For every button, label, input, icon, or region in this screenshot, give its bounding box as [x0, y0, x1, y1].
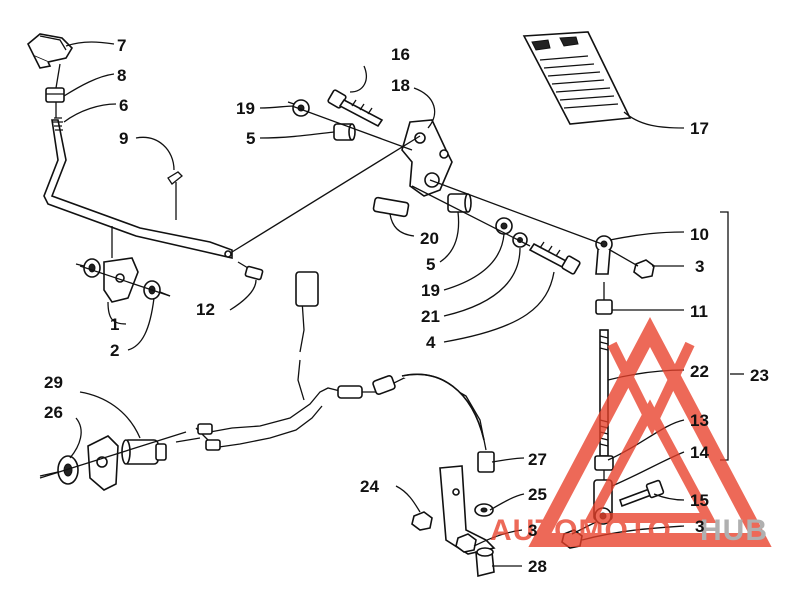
leader-lines: [63, 41, 744, 567]
callout-19b: 19: [421, 281, 440, 300]
callout-2: 2: [110, 341, 119, 360]
callout-13: 13: [690, 411, 709, 430]
bellcrank-18[interactable]: [401, 119, 453, 197]
mounting-plate[interactable]: [87, 435, 119, 491]
callout-15: 15: [690, 491, 709, 510]
callout-1: 1: [110, 315, 119, 334]
callout-16: 16: [391, 45, 410, 64]
shift-lever-rod[interactable]: [43, 117, 233, 260]
callout-3b: 3: [528, 521, 537, 540]
watermark-triangle-icon: [528, 317, 772, 547]
clevis-pin-12[interactable]: [237, 261, 264, 281]
warning-decal-17[interactable]: [522, 31, 632, 125]
pivot-bushing[interactable]: [143, 280, 171, 300]
cable-27[interactable]: [401, 373, 495, 473]
callout-29: 29: [44, 373, 63, 392]
lever-nut[interactable]: [45, 87, 65, 103]
callout-3a: 3: [695, 257, 704, 276]
nut-3-mid[interactable]: [455, 533, 477, 553]
callout-labels: 7 8 6 9 12 1 2 16 18 19 5 20 5 19 21 4 1…: [44, 36, 769, 576]
callout-8: 8: [117, 66, 126, 85]
callout-24: 24: [360, 477, 379, 496]
bolt-15[interactable]: [618, 479, 665, 508]
callout-21: 21: [421, 307, 440, 326]
bushing-5-lower[interactable]: [447, 193, 472, 213]
rod-end-10[interactable]: [595, 235, 613, 275]
washer-25[interactable]: [474, 503, 494, 517]
watermark-logo: AUTOMOTO HUB: [490, 317, 772, 547]
callout-19a: 19: [236, 99, 255, 118]
assembly-axis-lines: [39, 63, 639, 535]
bolt-16[interactable]: [327, 89, 384, 128]
callout-4: 4: [426, 333, 436, 352]
bolt-4[interactable]: [528, 241, 581, 275]
callout-18: 18: [391, 76, 410, 95]
lockwasher-21[interactable]: [512, 232, 528, 248]
bracket-23-brace: [720, 211, 729, 461]
bushing-20[interactable]: [372, 196, 410, 218]
cotter-pin[interactable]: [167, 171, 183, 220]
bracket-mount[interactable]: [439, 465, 496, 555]
watermark-text-primary: AUTOMOTO: [490, 514, 672, 547]
jam-nut-11[interactable]: [595, 299, 613, 315]
callout-17: 17: [690, 119, 709, 138]
callout-6: 6: [119, 96, 128, 115]
callout-11: 11: [690, 302, 708, 321]
callout-22: 22: [690, 362, 709, 381]
callout-14: 14: [690, 443, 709, 462]
callout-12: 12: [196, 300, 215, 319]
callout-20: 20: [420, 229, 439, 248]
jam-nut-13[interactable]: [594, 455, 614, 471]
washer-19-lower[interactable]: [495, 217, 513, 235]
cap-28[interactable]: [475, 547, 495, 578]
lock-ring-26[interactable]: [39, 455, 79, 485]
callout-27: 27: [528, 450, 547, 469]
wire-harness[interactable]: [175, 271, 487, 451]
watermark-text-secondary: HUB: [700, 514, 768, 547]
switch-29[interactable]: [121, 439, 167, 465]
nut-24[interactable]: [411, 511, 433, 531]
callout-28: 28: [528, 557, 547, 576]
bushing-5-upper[interactable]: [333, 123, 356, 141]
callout-5b: 5: [426, 255, 435, 274]
callout-26: 26: [44, 403, 63, 422]
callout-5a: 5: [246, 129, 255, 148]
nut-3-upper[interactable]: [633, 259, 655, 279]
shift-knob[interactable]: [27, 33, 74, 69]
callout-10: 10: [690, 225, 709, 244]
callout-9: 9: [119, 129, 128, 148]
callout-23: 23: [750, 366, 769, 385]
callout-3c: 3: [695, 517, 704, 536]
callout-7: 7: [117, 36, 126, 55]
callout-25: 25: [528, 485, 547, 504]
